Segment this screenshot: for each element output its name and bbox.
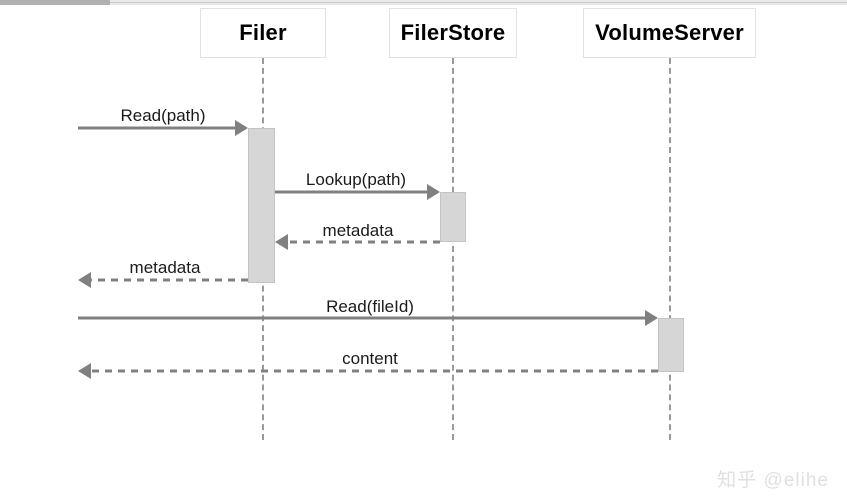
- participant-label-filer: Filer: [239, 20, 287, 45]
- message-label-content: content: [342, 349, 398, 368]
- message-arrowhead: [78, 363, 91, 379]
- volumeserver-activation: [658, 318, 684, 372]
- message-arrowhead: [275, 234, 288, 250]
- message-label-read-fileid: Read(fileId): [326, 297, 414, 316]
- scrollbar-hairline: [110, 2, 847, 3]
- message-label-metadata-2: metadata: [129, 258, 201, 277]
- message-arrowhead: [427, 184, 440, 200]
- horizontal-scrollbar-thumb[interactable]: [0, 0, 110, 5]
- filer-activation: [248, 128, 275, 283]
- message-arrowhead: [78, 272, 91, 288]
- message-arrowhead: [235, 120, 248, 136]
- lifeline-volumeserver: [669, 58, 671, 440]
- message-label-read-path: Read(path): [120, 106, 206, 125]
- participant-label-volumeserver: VolumeServer: [595, 20, 744, 45]
- participant-box-volumeserver[interactable]: VolumeServer: [583, 8, 756, 58]
- participant-box-filer[interactable]: Filer: [200, 8, 326, 58]
- lifeline-filerstore: [452, 58, 454, 440]
- message-label-lookup-path: Lookup(path): [305, 170, 407, 189]
- participant-label-filerstore: FilerStore: [400, 20, 506, 45]
- message-arrowhead: [645, 310, 658, 326]
- watermark: 知乎 @elihe: [717, 470, 829, 491]
- filerstore-activation: [440, 192, 466, 242]
- message-label-metadata-1: metadata: [322, 221, 394, 240]
- participant-box-filerstore[interactable]: FilerStore: [389, 8, 517, 58]
